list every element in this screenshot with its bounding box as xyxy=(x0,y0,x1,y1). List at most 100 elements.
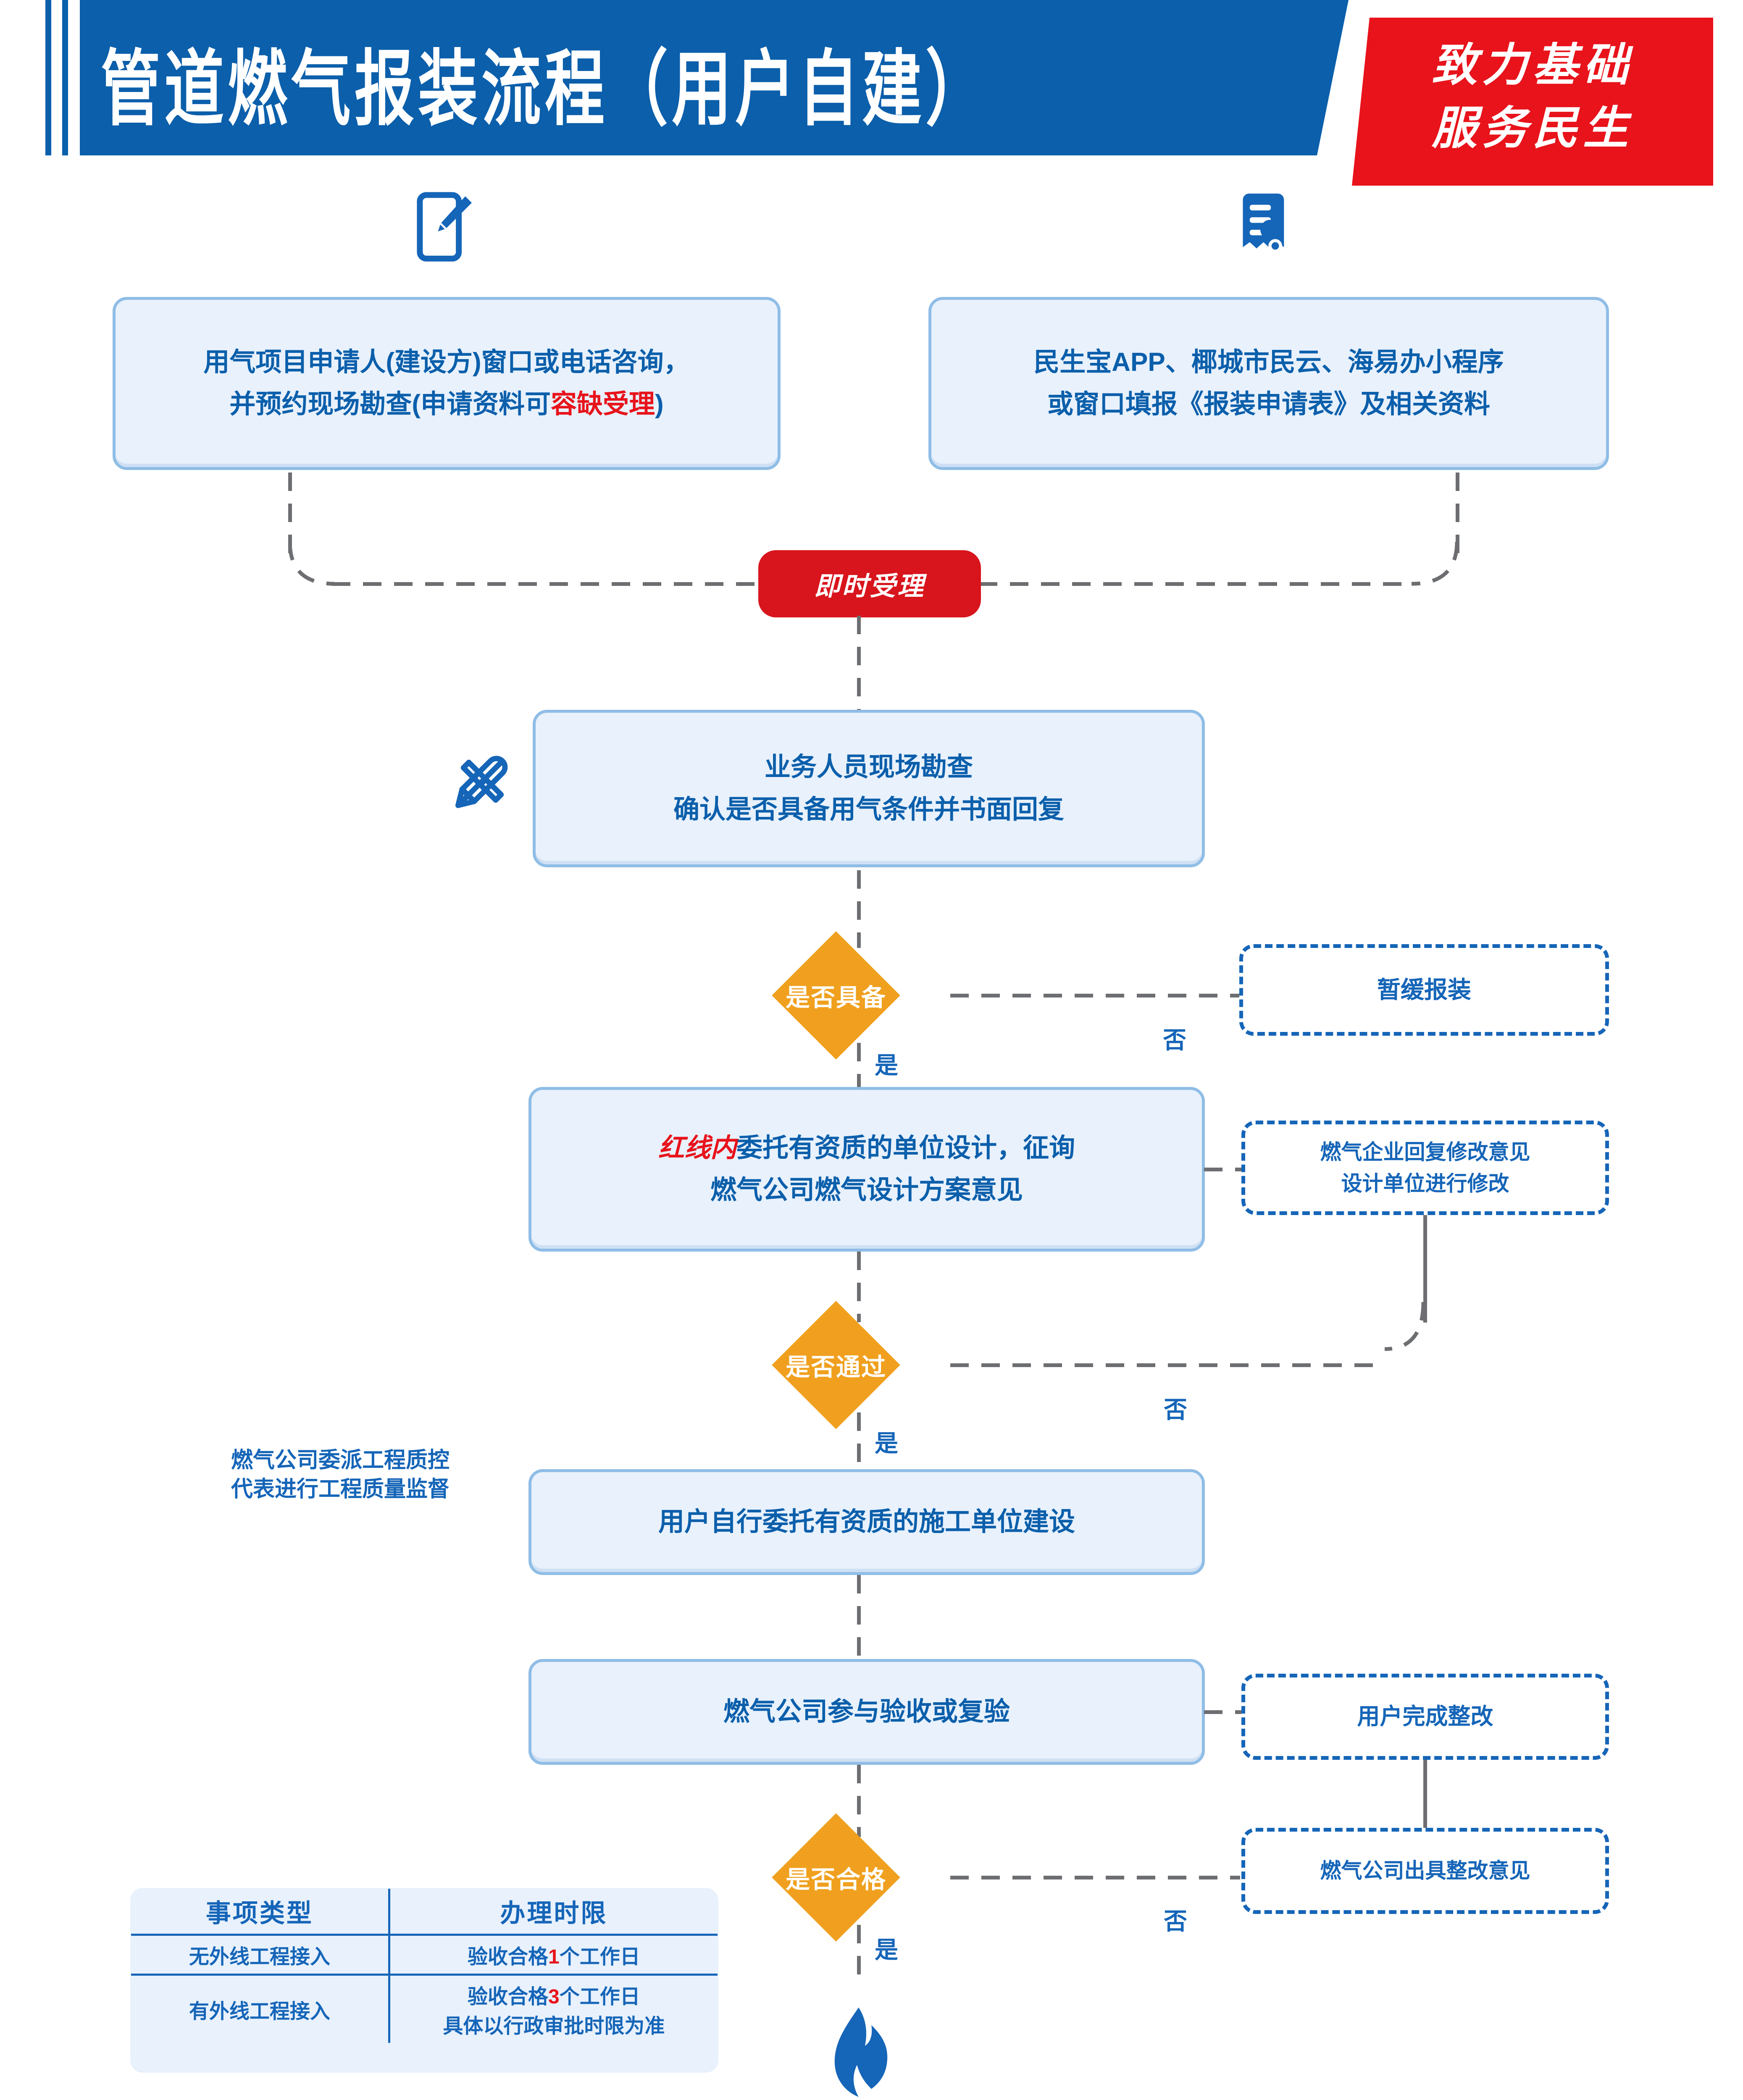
step-online-apply-box[interactable]: 民生宝APP、椰城市民云、海易办小程序 或窗口填报《报装申请表》及相关资料 xyxy=(928,297,1609,470)
decision-has-conditions[interactable]: 是否具备 xyxy=(772,931,900,1060)
limit-1-post: 个工作日 xyxy=(559,1946,640,1968)
connector-badge-to-survey xyxy=(857,616,861,713)
limit-1-pre: 验收合格 xyxy=(468,1946,549,1968)
connector-rectify-to-opinion xyxy=(1423,1760,1427,1835)
edit-document-icon xyxy=(410,191,477,262)
branch-label-decision2-no: 否 xyxy=(1164,1396,1187,1423)
page-header: 管道燃气报装流程（用户自建） 致力基础 服务民生 xyxy=(0,0,1743,186)
box-user-rectify[interactable]: 用户完成整改 xyxy=(1241,1674,1609,1760)
box-postpone-registration[interactable]: 暂缓报装 xyxy=(1239,944,1609,1036)
box-issue-rectification-opinion[interactable]: 燃气公司出具整改意见 xyxy=(1241,1828,1609,1914)
decision-acceptance-qualified[interactable]: 是否合格 xyxy=(772,1813,900,1942)
ruler-pencil-icon xyxy=(449,748,516,815)
connector-right-down xyxy=(1456,472,1459,556)
table-row: 有外线工程接入 验收合格3个工作日 具体以行政审批时限为准 xyxy=(131,1974,718,2043)
connector-left-elbow xyxy=(288,541,351,586)
step-design-box[interactable]: 红线内委托有资质的单位设计，征询 燃气公司燃气设计方案意见 xyxy=(528,1087,1205,1252)
header-red-banner: 致力基础 服务民生 xyxy=(1352,18,1713,186)
connector-acceptance-to-decision3 xyxy=(857,1765,861,1837)
header-blue-band xyxy=(80,0,1349,155)
box-postpone-label: 暂缓报装 xyxy=(1377,976,1471,1003)
step-site-survey-line2: 确认是否具备用气条件并书面回复 xyxy=(673,795,1064,824)
step-acceptance-box[interactable]: 燃气公司参与验收或复验 xyxy=(528,1659,1205,1765)
connector-decision2-yes xyxy=(857,1412,861,1499)
connector-decision1-yes xyxy=(857,1043,861,1089)
limit-2-post: 个工作日 xyxy=(559,1986,640,2008)
table-cell-type-1: 无外线工程接入 xyxy=(131,1935,389,1976)
step-construction-label: 用户自行委托有资质的施工单位建设 xyxy=(658,1507,1075,1536)
note-quality-supervision-line1: 燃气公司委派工程质控 xyxy=(231,1448,450,1473)
table-header-row: 事项类型 办理时限 xyxy=(131,1889,718,1936)
step-design-line1: 红线内委托有资质的单位设计，征询 xyxy=(658,1127,1075,1169)
connector-decision3-no xyxy=(950,1876,1240,1880)
connector-decision1-no xyxy=(950,994,1240,998)
table-cell-limit-2: 验收合格3个工作日 具体以行政审批时限为准 xyxy=(388,1974,718,2043)
decision-has-conditions-label: 是否具备 xyxy=(785,984,887,1012)
step-apply-consult-line2: 并预约现场勘查(申请资料可容缺受理) xyxy=(229,383,663,425)
slogan-line-2: 服务民生 xyxy=(1431,104,1633,154)
connector-decision2-no xyxy=(950,1363,1385,1367)
branch-label-decision1-no: 否 xyxy=(1163,1027,1186,1053)
decision-design-pass[interactable]: 是否通过 xyxy=(772,1301,900,1429)
box-issue-rectification-opinion-label: 燃气公司出具整改意见 xyxy=(1320,1859,1530,1882)
table-cell-limit-1: 验收合格1个工作日 xyxy=(388,1935,718,1976)
branch-label-decision2-yes: 是 xyxy=(875,1430,898,1457)
connector-revise-elbow xyxy=(1382,1302,1428,1357)
limit-2-main: 验收合格3个工作日 xyxy=(393,1980,715,2009)
table-header-limit: 办理时限 xyxy=(388,1889,718,1936)
flame-icon xyxy=(817,2006,897,2100)
connector-survey-to-decision1 xyxy=(857,870,861,948)
limit-2-pre: 验收合格 xyxy=(468,1986,549,2008)
note-quality-supervision: 燃气公司委派工程质控 代表进行工程质量监督 xyxy=(181,1446,500,1504)
slogan-line-1: 致力基础 xyxy=(1431,41,1633,91)
table-row: 无外线工程接入 验收合格1个工作日 xyxy=(131,1935,718,1976)
connector-right-elbow xyxy=(1395,541,1459,586)
processing-time-table: 事项类型 办理时限 无外线工程接入 验收合格1个工作日 有外线工程接入 验收合格… xyxy=(131,1889,718,2043)
connector-acceptance-to-rectify xyxy=(1204,1710,1244,1714)
connector-design-to-revise xyxy=(1204,1168,1244,1171)
branch-label-decision3-yes: 是 xyxy=(875,1937,898,1963)
table-header-type: 事项类型 xyxy=(131,1889,389,1936)
design-red-prefix: 红线内 xyxy=(658,1133,736,1163)
box-revise-line2: 设计单位进行修改 xyxy=(1341,1171,1509,1195)
step-online-apply-line2: 或窗口填报《报装申请表》及相关资料 xyxy=(1047,390,1490,419)
limit-2-extra: 具体以行政审批时限为准 xyxy=(443,2015,665,2037)
certificate-icon xyxy=(1229,191,1292,265)
connector-left-to-badge xyxy=(332,582,765,586)
table-cell-type-2: 有外线工程接入 xyxy=(189,2000,330,2023)
step-design-line2: 燃气公司燃气设计方案意见 xyxy=(710,1176,1023,1205)
header-accent-rule-1 xyxy=(45,0,51,155)
apply-line2-part-b: 申请资料可 xyxy=(420,390,551,419)
box-revise-design[interactable]: 燃气企业回复修改意见 设计单位进行修改 xyxy=(1241,1121,1609,1215)
step-online-apply-line1: 民生宝APP、椰城市民云、海易办小程序 xyxy=(1033,347,1504,377)
step-apply-consult-box[interactable]: 用气项目申请人(建设方)窗口或电话咨询， 并预约现场勘查(申请资料可容缺受理) xyxy=(113,297,781,470)
step-construction-box[interactable]: 用户自行委托有资质的施工单位建设 xyxy=(528,1469,1205,1575)
step-apply-consult-line1: 用气项目申请人(建设方)窗口或电话咨询， xyxy=(203,347,690,377)
step-acceptance-label: 燃气公司参与验收或复验 xyxy=(723,1697,1010,1726)
connector-decision3-yes xyxy=(857,1925,861,1984)
connector-design-to-decision2 xyxy=(857,1252,861,1322)
badge-immediate-acceptance: 即时受理 xyxy=(758,550,981,617)
design-line1-rest: 委托有资质的单位设计，征询 xyxy=(736,1133,1075,1163)
apply-line2-part-a: 并预约现场勘查( xyxy=(229,390,421,419)
box-user-rectify-label: 用户完成整改 xyxy=(1357,1704,1493,1729)
note-quality-supervision-line2: 代表进行工程质量监督 xyxy=(231,1477,450,1502)
apply-line2-highlight: 容缺受理 xyxy=(551,390,655,419)
branch-label-decision1-yes: 是 xyxy=(875,1052,898,1079)
connector-revise-down xyxy=(1423,1215,1427,1323)
box-revise-line1: 燃气企业回复修改意见 xyxy=(1320,1140,1530,1164)
limit-1-num: 1 xyxy=(548,1946,560,1968)
step-site-survey-line1: 业务人员现场勘查 xyxy=(764,753,973,782)
connector-construction-to-acceptance xyxy=(857,1575,861,1663)
step-site-survey-box[interactable]: 业务人员现场勘查 确认是否具备用气条件并书面回复 xyxy=(533,710,1205,867)
processing-time-table-card: 事项类型 办理时限 无外线工程接入 验收合格1个工作日 有外线工程接入 验收合格… xyxy=(130,1888,718,2073)
header-accent-rule-2 xyxy=(62,0,68,155)
branch-label-decision3-no: 否 xyxy=(1164,1908,1187,1935)
connector-right-to-badge xyxy=(979,582,1414,586)
limit-2-num: 3 xyxy=(548,1986,560,2008)
decision-design-pass-label: 是否通过 xyxy=(785,1354,887,1381)
connector-left-down xyxy=(288,472,292,556)
page-title: 管道燃气报装流程（用户自建） xyxy=(101,43,989,136)
apply-line2-part-d: ) xyxy=(655,390,664,419)
decision-acceptance-qualified-label: 是否合格 xyxy=(785,1866,887,1894)
